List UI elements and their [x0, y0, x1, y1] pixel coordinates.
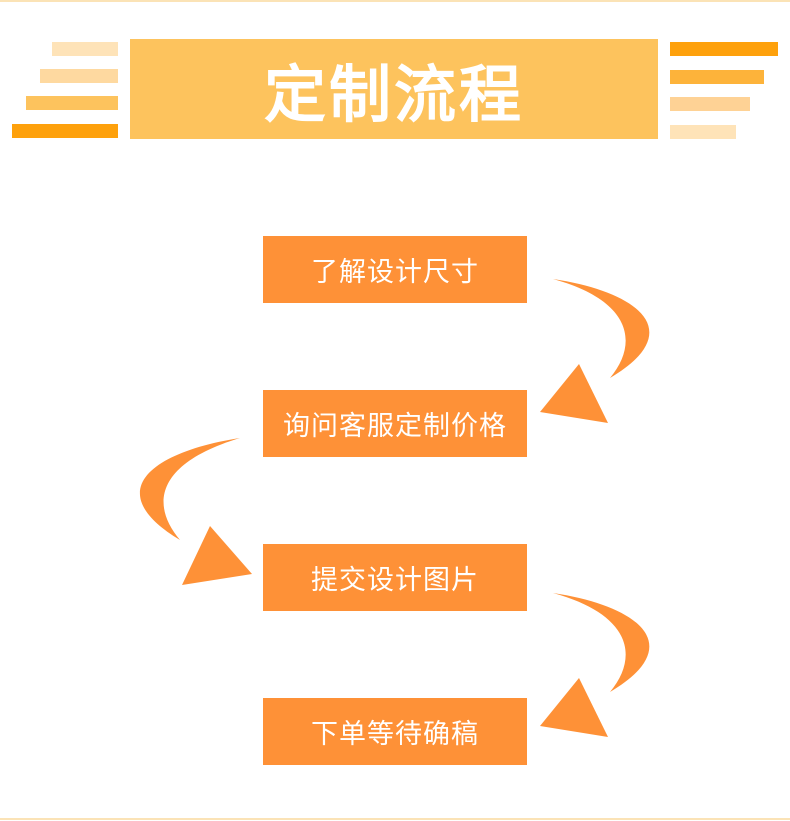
bottom-divider [0, 818, 790, 820]
right-stripe-2 [670, 70, 764, 84]
right-stripe-3 [670, 97, 750, 111]
right-stripe-1 [670, 42, 778, 56]
page-title: 定制流程 [263, 58, 524, 131]
right-stripe-4 [670, 125, 736, 139]
step-1-label: 了解设计尺寸 [311, 257, 479, 288]
step-4-label: 下单等待确稿 [311, 719, 479, 750]
left-stripe-4 [12, 124, 118, 138]
step-2-box: 询问客服定制价格 [263, 390, 527, 457]
step-2-label: 询问客服定制价格 [283, 411, 507, 442]
curved-arrow-right-2 [540, 593, 650, 737]
title-banner: 定制流程 [130, 39, 658, 139]
left-stripe-1 [52, 42, 118, 56]
step-4-box: 下单等待确稿 [263, 698, 527, 765]
step-1-box: 了解设计尺寸 [263, 236, 527, 303]
curved-arrow-left [139, 438, 252, 585]
step-3-box: 提交设计图片 [263, 544, 527, 611]
curved-arrow-right-1 [540, 279, 650, 423]
left-stripe-3 [26, 96, 118, 110]
step-3-label: 提交设计图片 [311, 565, 479, 596]
top-divider [0, 0, 790, 2]
left-stripe-2 [40, 69, 118, 83]
